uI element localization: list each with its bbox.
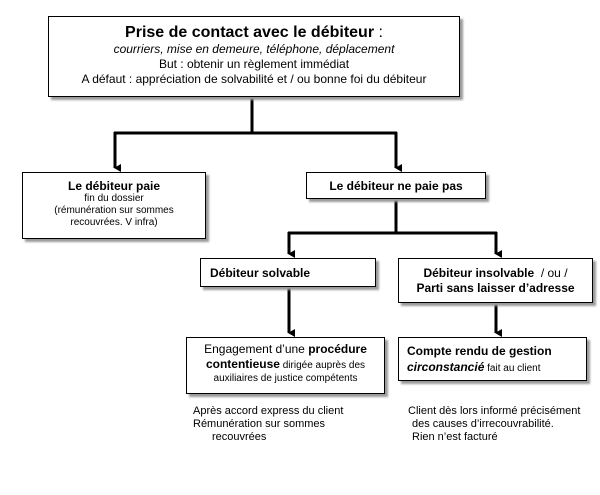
note-right-line3: Rien n’est facturé [412,431,498,443]
pays-title: Le débiteur paie [67,179,161,193]
note-left-line2: Rémunération sur sommes [193,418,326,430]
note-left-line1: Après accord express du client [193,405,344,417]
nepaie-title: Le débiteur ne paie pas [329,179,463,193]
insolvable-or: / ou / [534,266,568,280]
note-left-line3: recouvrées [212,431,267,443]
note-right-line2: des causes d’irrecouvrabilité. [412,418,554,430]
contact-fallback: A défaut : appréciation de solvabilité e… [81,72,427,86]
pays-line1: fin du dossier [84,193,144,204]
engagement-procedure: procédure [308,342,367,356]
compte-line2: circonstancié fait au client [407,359,586,377]
engagement-contentieuse: contentieuse [205,357,280,371]
contact-box: Prise de contact avec le débiteur : cour… [48,16,460,97]
solvable-box: Débiteur solvable [200,258,376,287]
note-left: Après accord express du client Rémunérat… [193,405,343,444]
compte-title: Compte rendu de gestion [407,344,552,358]
contact-title-suffix: : [374,24,383,41]
pays-line3: recouvrées. V infra) [70,217,158,228]
nepaie-box: Le débiteur ne paie pas [306,172,486,199]
pays-line2: (rémunération sur sommes [54,205,174,216]
contact-title: Prise de contact avec le débiteur [125,24,375,41]
engagement-line3: auxiliaires de justice compétents [213,373,358,384]
insolvable-line1: Débiteur insolvable / ou / [399,266,592,281]
compte-rest: fait au client [484,363,541,374]
contact-goal: But : obtenir un règlement immédiat [158,57,350,71]
engagement-line1: Engagement d’une procédure [187,342,384,357]
solvable-title: Débiteur solvable [210,266,311,280]
insolvable-line2: Parti sans laisser d’adresse [416,281,575,295]
compte-italic: circonstancié [407,360,485,374]
engagement-box: Engagement d’une procédure contentieuse … [186,337,385,394]
engagement-line2: contentieuse dirigée auprès des [187,357,384,373]
insolvable-title: Débiteur insolvable [423,266,535,280]
engagement-text2: dirigée auprès des [279,360,366,371]
contact-means: courriers, mise en demeure, téléphone, d… [113,42,395,56]
note-right-line1: Client dès lors informé précisément [408,405,581,417]
pays-box: Le débiteur paie fin du dossier (rémunér… [22,172,206,239]
engagement-text1: Engagement d’une [204,342,309,356]
insolvable-box: Débiteur insolvable / ou / Parti sans la… [398,258,593,303]
contact-title-line: Prise de contact avec le débiteur : [49,24,459,42]
note-right: Client dès lors informé précisément des … [408,405,580,444]
compte-box: Compte rendu de gestion circonstancié fa… [398,337,587,381]
